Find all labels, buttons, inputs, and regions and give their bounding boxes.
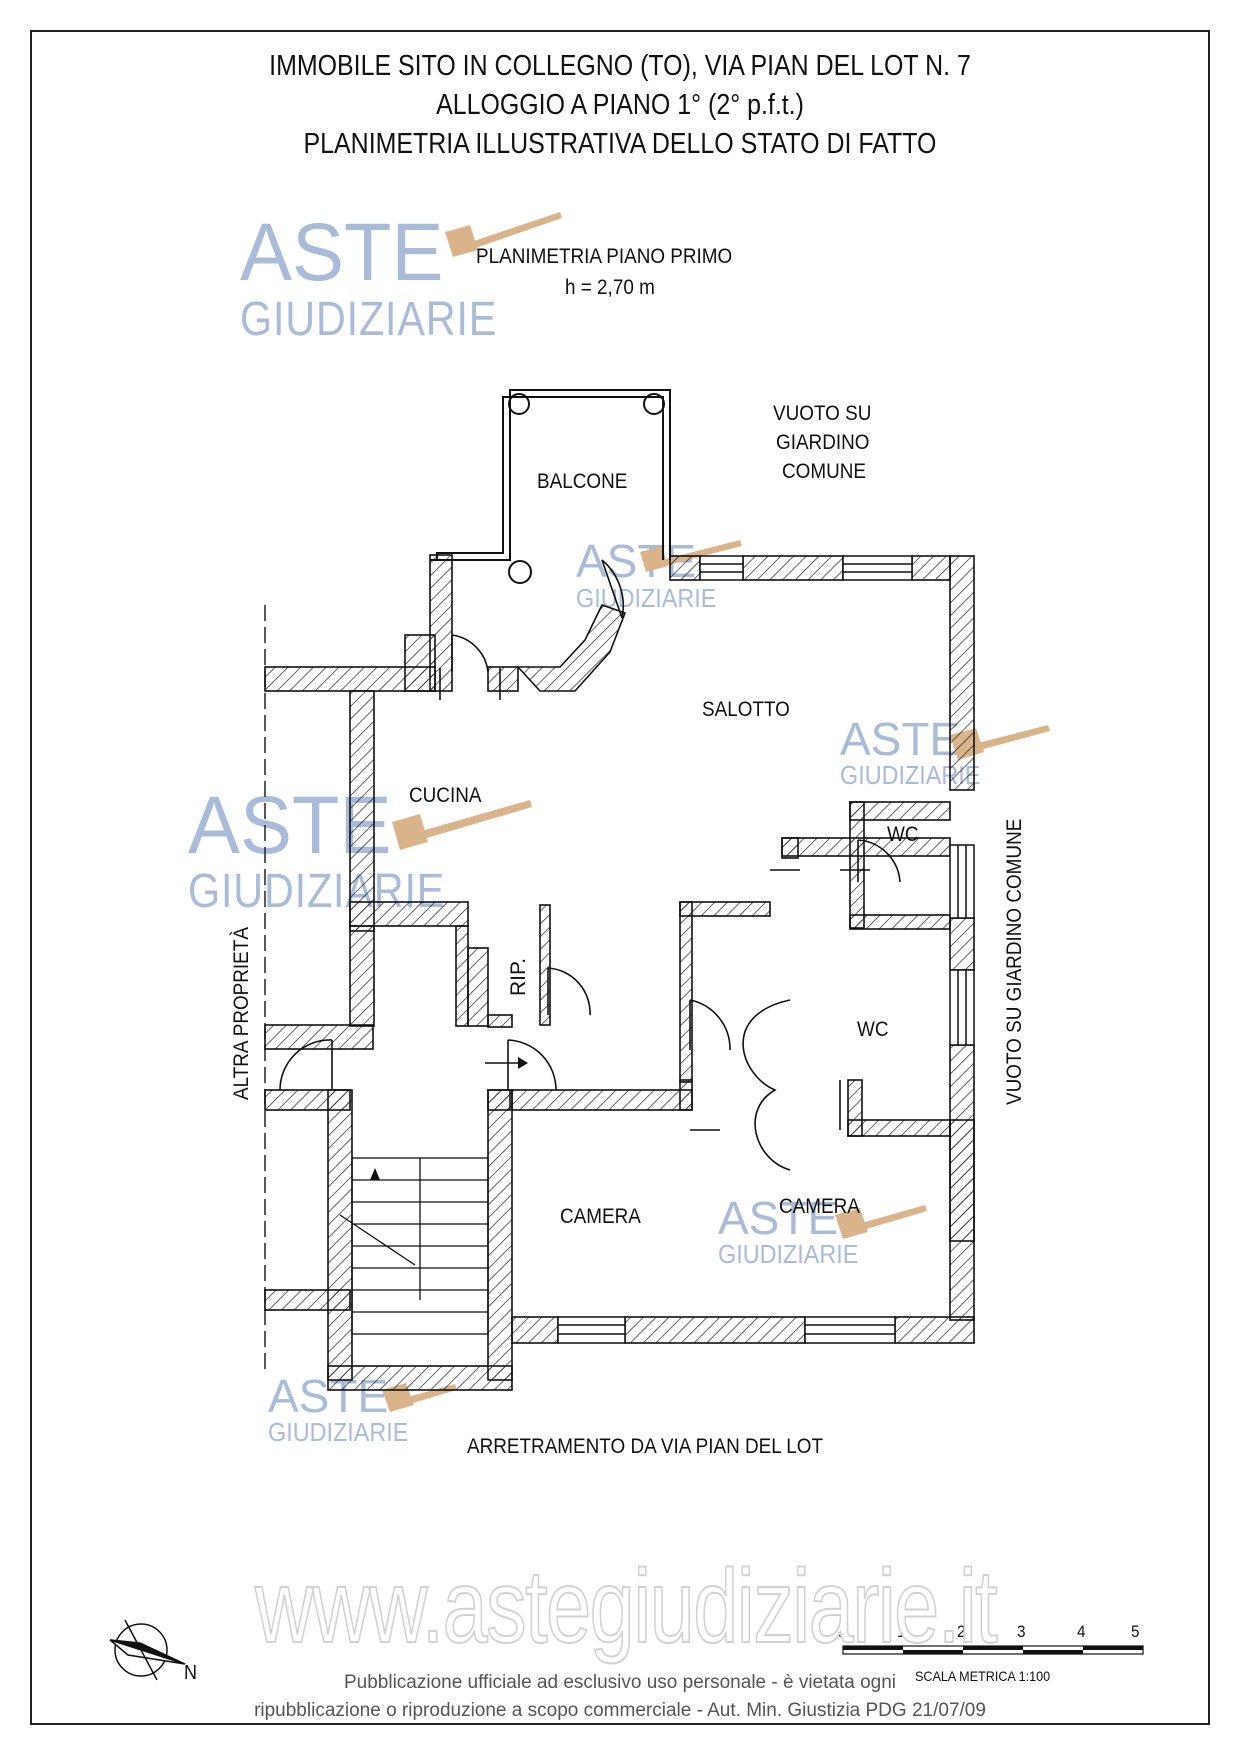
north-label: N — [184, 1662, 198, 1684]
scale-tick-4: 4 — [1077, 1622, 1086, 1641]
scale-tick-3: 3 — [1017, 1622, 1026, 1641]
scale-tick-0: 0 — [837, 1622, 846, 1641]
room-label-balcone: BALCONE — [537, 470, 628, 493]
doors — [279, 559, 901, 1171]
walls — [264, 554, 975, 1391]
gavel-icon — [382, 212, 1050, 1412]
entrance-arrow-icon — [518, 1057, 528, 1069]
stair-arrow-icon — [370, 1168, 380, 1180]
scale-bar — [842, 1645, 1144, 1655]
north-arrow-icon — [109, 1619, 186, 1681]
room-label-camera-2: CAMERA — [779, 1195, 860, 1218]
arretramento-label: ARRETRAMENTO DA VIA PIAN DEL LOT — [467, 1435, 824, 1458]
room-label-cucina: CUCINA — [409, 784, 482, 807]
watermark-giudiziarie: GIUDIZIARIE — [576, 583, 717, 613]
scale-tick-1: 1 — [897, 1622, 906, 1641]
room-label-wc-2: WC — [857, 1018, 889, 1041]
footer-line-1: Pubblicazione ufficiale ad esclusivo uso… — [343, 1672, 897, 1693]
vuoto-giardino-side-label: VUOTO SU GIARDINO COMUNE — [1003, 818, 1026, 1105]
title-line-2: ALLOGGIO A PIANO 1° (2° p.f.t.) — [436, 89, 804, 121]
door-marks — [439, 668, 870, 1131]
watermark-url: www.astegiudiziarie.it — [254, 1548, 998, 1666]
vuoto-giardino-line-2: GIARDINO — [776, 431, 870, 454]
stairs — [339, 1157, 489, 1335]
altra-proprieta-label: ALTRA PROPRIETÀ — [230, 927, 253, 1100]
watermark-giudiziarie: GIUDIZIARIE — [240, 293, 498, 346]
scale-label: SCALA METRICA 1:100 — [915, 1668, 1051, 1684]
watermark-aste: ASTE — [718, 1192, 839, 1244]
room-label-camera-1: CAMERA — [560, 1205, 641, 1228]
scale-tick-5: 5 — [1131, 1622, 1140, 1641]
balcony — [430, 389, 671, 584]
footer-line-2: ripubblicazione o riproduzione a scopo c… — [254, 1700, 986, 1721]
watermark-giudiziarie: GIUDIZIARIE — [268, 1417, 409, 1447]
room-label-rip: RIP. — [507, 957, 530, 996]
room-label-wc-1: WC — [887, 823, 919, 846]
title-line-3: PLANIMETRIA ILLUSTRATIVA DELLO STATO DI … — [303, 128, 937, 160]
watermark-giudiziarie: GIUDIZIARIE — [718, 1239, 859, 1269]
windows — [557, 555, 975, 1344]
drawing-frame — [30, 30, 1210, 1725]
scale-tick-2: 2 — [957, 1622, 966, 1641]
watermark-aste: ASTE — [840, 713, 961, 765]
plan-subtitle-1: PLANIMETRIA PIANO PRIMO — [476, 245, 733, 268]
title-line-1: IMMOBILE SITO IN COLLEGNO (TO), VIA PIAN… — [269, 50, 971, 82]
vuoto-giardino-line-1: VUOTO SU — [773, 402, 872, 425]
watermark-aste: ASTE — [240, 207, 444, 298]
plan-subtitle-2: h = 2,70 m — [565, 276, 655, 299]
vuoto-giardino-line-3: COMUNE — [782, 460, 867, 483]
room-label-salotto: SALOTTO — [702, 698, 790, 721]
